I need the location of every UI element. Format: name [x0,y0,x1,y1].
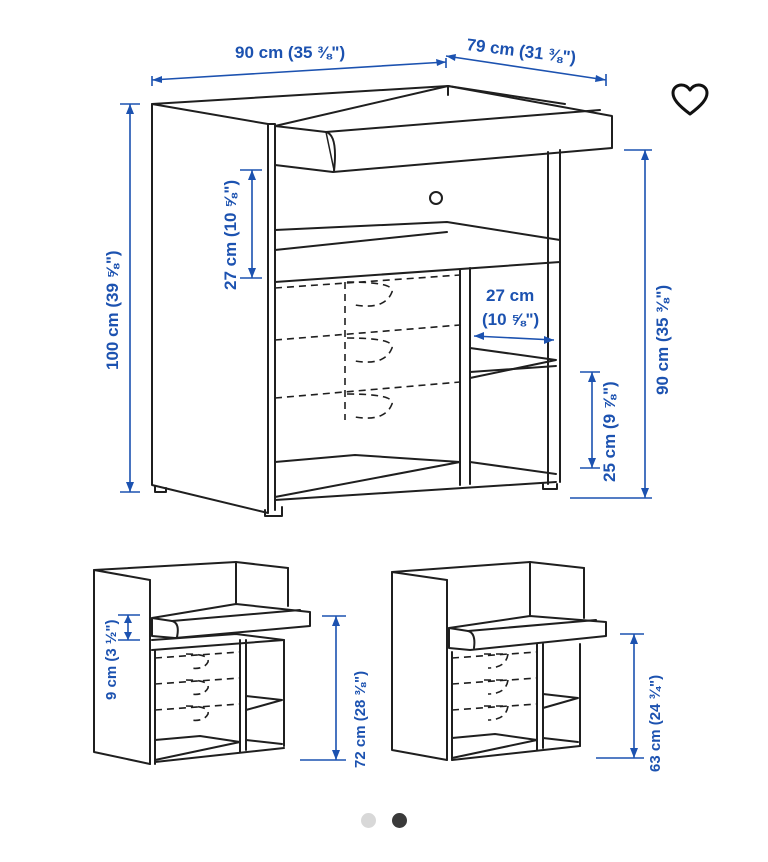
heart-outline-icon [671,83,709,116]
carousel-dot-1[interactable] [361,813,376,828]
lowered-dimension-lines [596,633,644,759]
height-raised-label: 72 cm (28 ⅜") [352,671,369,768]
lowered-tray-drawing [391,561,607,761]
width-total-label: 90 cm (35 ⅜") [235,43,345,62]
height-top-label: 90 cm (35 ⅜") [653,285,672,395]
shelf-width-label-2: (10 ⅝") [482,310,539,329]
shelf-right-label: 25 cm (9 ⅞") [600,381,619,482]
raised-dimension-lines [118,614,346,761]
height-lowered-label: 63 cm (24 ¾") [647,675,664,772]
height-total-label: 100 cm (39 ⅝") [103,250,122,370]
shelf-upper-label: 27 cm (10 ⅝") [221,180,240,290]
carousel-pagination [355,810,415,832]
rail-height-label: 9 cm (3 ½") [103,620,120,700]
main-changing-table-drawing [151,85,613,517]
carousel-dot-2[interactable] [392,813,407,828]
main-dimension-lines [120,54,652,499]
raised-tray-drawing [93,561,311,765]
shelf-width-label-1: 27 cm [486,286,534,305]
favorite-button[interactable] [670,82,710,118]
depth-total-label: 79 cm (31 ⅜") [466,35,578,67]
